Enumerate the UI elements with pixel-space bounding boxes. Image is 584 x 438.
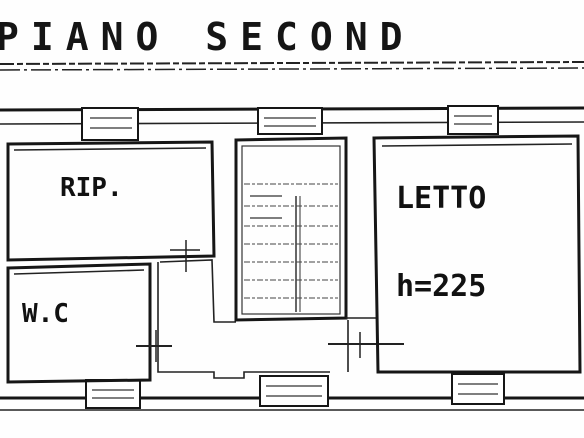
room-label-letto: LETTO (396, 181, 486, 216)
room-height-label: h=225 (396, 269, 486, 304)
room-wc: W.C (6, 262, 172, 384)
room-label-wc: W.C (22, 299, 69, 329)
plan-title: PIANO SECOND (0, 15, 415, 59)
landing (328, 317, 404, 372)
window-top-left (81, 107, 139, 141)
corridor (157, 240, 330, 379)
room-label-rip: RIP. (60, 173, 123, 203)
window-bottom-left (85, 379, 141, 409)
room-letto: LETTO h=225 (372, 134, 582, 374)
window-bottom-center (259, 375, 329, 407)
windows (81, 105, 505, 409)
room-ripostiglio: RIP. (6, 140, 216, 262)
window-top-right (447, 105, 499, 135)
title-underline (0, 61, 584, 71)
window-top-center (257, 107, 323, 135)
window-bottom-right (451, 373, 505, 405)
staircase (234, 136, 348, 322)
